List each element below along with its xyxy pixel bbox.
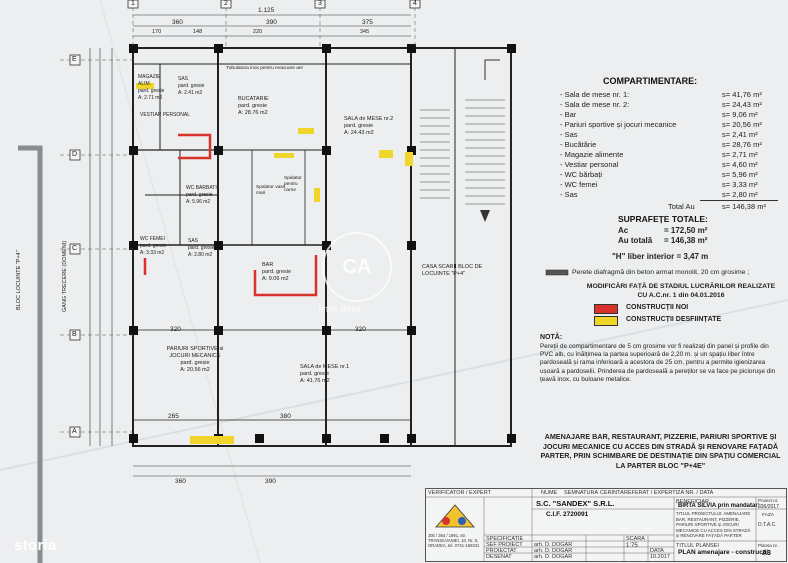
dimension-label: 1.125 bbox=[258, 7, 275, 14]
tb-verificator: VERIFICATOR / EXPERT bbox=[428, 490, 491, 496]
tb-desenat: DESENAT bbox=[486, 554, 512, 560]
storia-logo[interactable]: storia bbox=[14, 537, 57, 554]
dimension-label: 220 bbox=[253, 29, 263, 35]
axis-label-top: 1 bbox=[131, 0, 135, 7]
room-label: GANG TRECERE (DOMENI) bbox=[62, 240, 68, 312]
room-label: Spalator pentru carne bbox=[284, 176, 302, 193]
tb-data: DATA bbox=[650, 548, 664, 554]
room-label: Tubulatura inox pentru evacuare aer bbox=[226, 66, 304, 71]
legend-noi: CONSTRUCȚII NOI bbox=[626, 304, 689, 311]
tb-beneficiar-label: BENEFICIAR bbox=[676, 499, 710, 505]
ac-value: = 172,50 m² bbox=[664, 226, 708, 235]
tb-proiectat: PROIECTAT bbox=[486, 548, 517, 554]
ac-row: Ac bbox=[618, 226, 629, 235]
firm-logo-icon bbox=[435, 504, 475, 528]
legend-perete: Perete diafragmă din beton armat monolit… bbox=[572, 269, 750, 276]
nota-title: NOTĂ: bbox=[540, 334, 563, 341]
dimension-label: 148 bbox=[193, 29, 203, 35]
h-liber: "H" liber interior = 3,47 m bbox=[612, 252, 709, 261]
dimension-label: 320 bbox=[355, 326, 366, 333]
legend-desfiintate: CONSTRUCȚII DESFIINȚATE bbox=[626, 316, 722, 323]
tb-firm: S.C. "SANDEX" S.R.L. bbox=[536, 499, 615, 508]
nota-text: Pereții de compartimentare de 5 cm grosi… bbox=[540, 343, 776, 383]
tb-sef-proiect: SEF PROIECT bbox=[486, 542, 523, 548]
dimension-label: 320 bbox=[170, 326, 181, 333]
room-label: VESTIAR PERSONAL bbox=[140, 112, 191, 118]
axis-label-left: B bbox=[72, 331, 77, 338]
tb-specificatie: SPECIFICATIE bbox=[486, 536, 524, 542]
tb-plansa-nr-label: Plansa nr. bbox=[758, 543, 779, 548]
tb-proiect-nr-label: Proiect nr. bbox=[758, 498, 779, 503]
tb-scara: SCARA bbox=[626, 536, 645, 542]
legend-swatch-noi bbox=[594, 304, 618, 314]
dimension-label: 380 bbox=[280, 413, 291, 420]
axis-label-left: A bbox=[72, 428, 77, 435]
dimension-label: 170 bbox=[152, 29, 162, 35]
axis-label-left: C bbox=[72, 245, 78, 252]
suprafete-title: SUPRAFEȚE TOTALE: bbox=[618, 214, 708, 224]
tb-titlu-plansa: TITLUL PLANSEI bbox=[676, 543, 719, 549]
room-label: BLOC LOCUINTE "P+4" bbox=[16, 250, 22, 310]
compartimentare-title: COMPARTIMENTARE: bbox=[603, 76, 698, 86]
tb-nume: NUME bbox=[541, 490, 558, 496]
dimension-label: 375 bbox=[362, 19, 373, 26]
dimension-label: 360 bbox=[172, 19, 183, 26]
tb-faza-label: FAZA bbox=[762, 513, 774, 518]
tb-cerinta: CERINTA bbox=[600, 490, 624, 496]
title-block: VERIFICATOR / EXPERT NUME SEMNATURA CERI… bbox=[425, 488, 787, 562]
axis-label-left: D bbox=[72, 151, 78, 158]
title-block-grid bbox=[426, 489, 786, 561]
axis-label-top: 2 bbox=[224, 0, 228, 7]
axis-label-top: 4 bbox=[413, 0, 417, 7]
tb-scara-val: 1:75 bbox=[626, 543, 638, 549]
dimension-label: 390 bbox=[266, 19, 277, 26]
dimension-label: 360 bbox=[175, 478, 186, 485]
watermark-logo: CA bbox=[322, 232, 392, 302]
tb-nume2: arh. D. DOGAR bbox=[534, 548, 573, 554]
au-value: = 146,38 m² bbox=[664, 236, 708, 245]
project-title: AMENAJARE BAR, RESTAURANT, PIZZERIE, PAR… bbox=[540, 432, 781, 470]
axis-label-top: 3 bbox=[318, 0, 322, 7]
legend-swatch-desfiintate bbox=[594, 316, 618, 326]
legend-modif-title: MODIFICĂRI FAȚĂ DE STADIUL LUCRĂRILOR RE… bbox=[586, 283, 776, 299]
au-row: Au totală bbox=[618, 236, 653, 245]
dimension-label: 265 bbox=[168, 413, 179, 420]
room-label: Spalator vase mari bbox=[256, 185, 286, 196]
tb-beneficiar: BIRTA SILVIA prin mandatar: bbox=[678, 503, 760, 509]
dimension-label: 345 bbox=[360, 29, 370, 35]
tb-nume1: arh. D. DOGAR bbox=[534, 542, 573, 548]
tb-address: J05 / 364 / 1991, str. TRANSILVANIEI, 10… bbox=[428, 533, 480, 548]
axis-label-left: E bbox=[72, 56, 77, 63]
tb-plansa-nr: A3 bbox=[762, 550, 771, 557]
tb-plansa: PLAN amenajare - construcții bbox=[678, 549, 769, 556]
tb-data-val: 10.2017 bbox=[650, 554, 670, 560]
tb-cif: C.I.F. 2720091 bbox=[546, 511, 589, 518]
tb-proiect-nr: 336/2017 bbox=[758, 504, 779, 510]
tb-faza: D.T.A.C. bbox=[758, 522, 777, 528]
tb-referat: REFERAT / EXPERTIZA NR. / DATA bbox=[624, 490, 714, 496]
watermark-text: Imob Bihor bbox=[318, 304, 362, 314]
tb-nume3: arh. D. DOGAR bbox=[534, 554, 573, 560]
tb-titlu-proiect: TITLUL PROIECTULUI: AMENAJARE BAR, RESTA… bbox=[676, 511, 751, 538]
room-label: CASA SCARII BLOC DE LOCUINTE "P+4" bbox=[422, 264, 483, 277]
dimension-label: 390 bbox=[265, 478, 276, 485]
firm-logo bbox=[432, 501, 478, 531]
tb-semnatura: SEMNATURA bbox=[564, 490, 599, 496]
